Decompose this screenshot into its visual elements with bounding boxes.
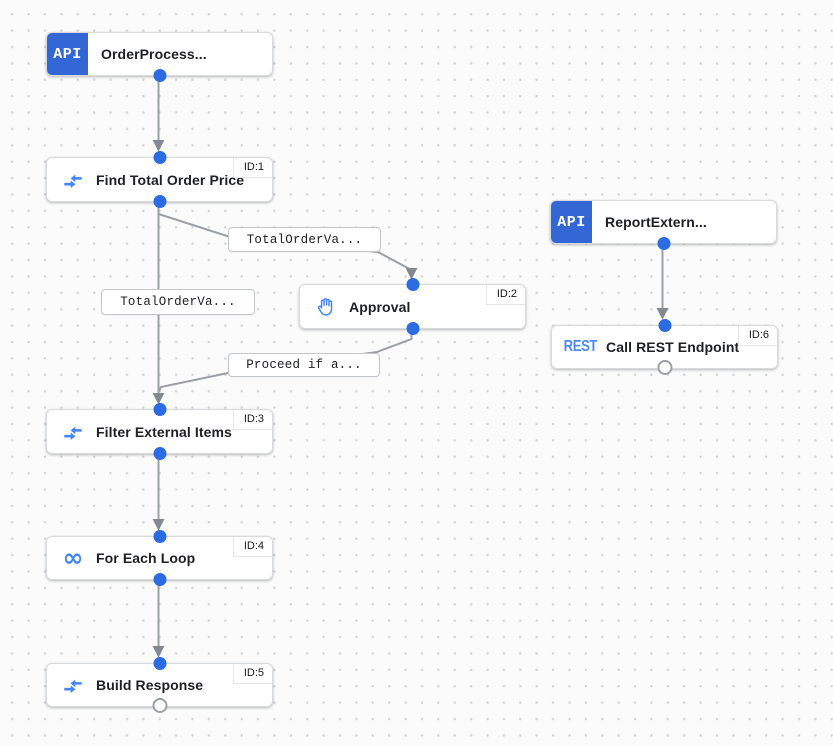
data-mapping-icon — [60, 672, 86, 698]
connection-port-bottom[interactable] — [153, 69, 166, 82]
node-title: For Each Loop — [96, 550, 196, 566]
connection-port-top[interactable] — [658, 319, 671, 332]
connection-port-top[interactable] — [153, 151, 166, 164]
node-title: Call REST Endpoint — [606, 339, 740, 355]
node-order-process-trigger[interactable]: API OrderProcess... — [46, 32, 273, 82]
node-id-badge: ID:5 — [232, 664, 272, 684]
node-id-badge: ID:3 — [232, 410, 272, 430]
infinity-glyph: ∞ — [62, 543, 84, 572]
connection-port-bottom[interactable] — [406, 322, 419, 335]
rest-icon: REST — [560, 338, 600, 356]
edge-label-totalorderva-2[interactable]: TotalOrderVa... — [101, 289, 255, 315]
connection-port-bottom-empty[interactable] — [152, 698, 167, 713]
node-report-external-trigger[interactable]: API ReportExtern... — [550, 200, 777, 250]
connection-port-top[interactable] — [153, 530, 166, 543]
node-find-total-order-price[interactable]: Find Total Order Price ID:1 — [46, 151, 273, 208]
connection-port-bottom[interactable] — [657, 237, 670, 250]
node-for-each-loop[interactable]: ∞ For Each Loop ID:4 — [46, 530, 273, 586]
node-build-response[interactable]: Build Response ID:5 — [46, 657, 273, 713]
loop-icon: ∞ — [60, 545, 86, 571]
api-trigger-icon: API — [551, 201, 592, 243]
api-trigger-icon: API — [47, 33, 88, 75]
node-filter-external-items[interactable]: Filter External Items ID:3 — [46, 403, 273, 460]
node-title: OrderProcess... — [101, 46, 207, 62]
node-approval[interactable]: Approval ID:2 — [299, 278, 526, 335]
node-call-rest-endpoint[interactable]: REST Call REST Endpoint ID:6 — [551, 319, 778, 375]
data-mapping-icon — [60, 419, 86, 445]
node-title: Approval — [349, 298, 411, 315]
edge-label-totalorderva-1[interactable]: TotalOrderVa... — [228, 227, 381, 252]
rest-glyph: REST — [563, 338, 597, 355]
node-id-badge: ID:4 — [232, 537, 272, 557]
node-title: Build Response — [96, 677, 204, 693]
connection-port-bottom-empty[interactable] — [657, 360, 672, 375]
connection-port-top[interactable] — [153, 403, 166, 416]
connection-port-bottom[interactable] — [153, 195, 166, 208]
approval-hand-icon — [313, 294, 339, 320]
node-id-badge: ID:2 — [485, 285, 525, 305]
connection-port-top[interactable] — [406, 278, 419, 291]
data-mapping-icon — [60, 167, 86, 193]
node-title: Find Total Order Price — [96, 171, 245, 188]
edge-label-proceed-if[interactable]: Proceed if a... — [228, 353, 380, 377]
connection-port-bottom[interactable] — [153, 447, 166, 460]
node-title: Filter External Items — [96, 423, 232, 440]
node-title: ReportExtern... — [605, 214, 707, 230]
node-id-badge: ID:6 — [737, 326, 777, 346]
connection-port-top[interactable] — [153, 657, 166, 670]
node-id-badge: ID:1 — [232, 158, 272, 178]
connection-port-bottom[interactable] — [153, 573, 166, 586]
